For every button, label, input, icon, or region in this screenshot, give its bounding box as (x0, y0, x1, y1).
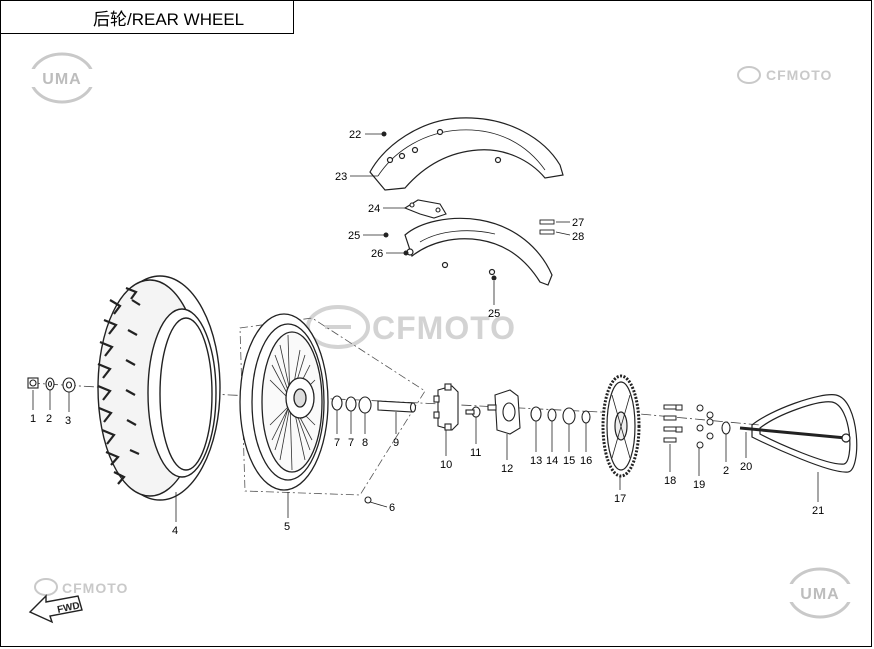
callout-7b: 7 (348, 437, 354, 449)
callout-3: 3 (65, 415, 71, 427)
valve-6 (364, 496, 372, 504)
sleeve-9 (377, 400, 417, 413)
callout-17: 17 (614, 493, 626, 505)
callout-26: 26 (371, 248, 383, 260)
callout-2: 2 (46, 413, 52, 425)
bolt-11 (465, 406, 481, 418)
page-title: 后轮/REAR WHEEL (0, 0, 294, 34)
spacer-16 (581, 410, 591, 424)
uma-logo-text: UMA (800, 586, 839, 603)
callout-15: 15 (563, 455, 575, 467)
callout-13: 13 (530, 455, 542, 467)
cfmoto-logo-top-right: CFMOTO (737, 66, 832, 84)
axle-head (841, 433, 851, 443)
callout-9: 9 (393, 437, 399, 449)
callout-28: 28 (572, 231, 584, 243)
callout-22: 22 (349, 129, 361, 141)
bearing-7a (331, 395, 343, 411)
fwd-label: FWD (56, 600, 81, 615)
callout-12: 12 (501, 463, 513, 475)
collar-8 (358, 396, 372, 414)
fwd-arrow-icon: FWD (28, 594, 83, 624)
cfmoto-logo-center: CFMOTO (306, 305, 516, 349)
axle-20 (739, 426, 847, 440)
rear-fender-lower (404, 217, 553, 286)
leader-lines (32, 133, 819, 522)
rear-tire (97, 275, 221, 501)
screw-25 (383, 232, 389, 238)
callout-2-right: 2 (723, 465, 729, 477)
cfmoto-logo-text: CFMOTO (62, 580, 128, 596)
callout-6: 6 (389, 502, 395, 514)
bearing-15 (562, 407, 576, 425)
cfmoto-logo-text: CFMOTO (766, 67, 832, 83)
callout-7a: 7 (334, 437, 340, 449)
sprocket-hub-12 (487, 389, 521, 435)
callout-16: 16 (580, 455, 592, 467)
callout-11: 11 (470, 447, 481, 459)
callout-23: 23 (335, 171, 347, 183)
callout-5: 5 (284, 521, 290, 533)
uma-logo-text: UMA (42, 71, 81, 88)
circlip-14 (547, 408, 557, 422)
callout-4: 4 (172, 525, 178, 537)
rear-rim (239, 313, 329, 491)
screw-22 (381, 131, 387, 137)
washer (45, 377, 55, 391)
callout-21: 21 (812, 505, 824, 517)
callout-18: 18 (664, 475, 676, 487)
rear-sprocket-17 (601, 374, 641, 478)
callout-19: 19 (693, 479, 705, 491)
callout-27: 27 (572, 217, 584, 229)
fender-bracket (403, 199, 447, 219)
uma-logo-top-left: UMA (26, 52, 98, 104)
callout-20: 20 (740, 461, 752, 473)
drive-belt-21 (751, 394, 858, 473)
washer-2-right (721, 421, 731, 435)
callout-24: 24 (368, 203, 380, 215)
callout-1: 1 (30, 413, 36, 425)
callout-labels: 1 2 3 4 5 6 7 7 8 9 10 11 12 13 14 15 16… (30, 129, 824, 537)
axle-nut (27, 377, 39, 389)
screw-25-lower (491, 275, 497, 281)
nut-26 (403, 250, 409, 256)
spacer (62, 377, 76, 393)
pin-28 (539, 229, 555, 235)
cfmoto-logo-text: CFMOTO (372, 310, 516, 346)
callout-25-lower: 25 (488, 308, 500, 320)
callout-14: 14 (546, 455, 558, 467)
sprocket-nuts-19 (696, 404, 714, 449)
callout-10: 10 (440, 459, 452, 471)
sprocket-bolts-18 (663, 404, 683, 443)
callout-8: 8 (362, 437, 368, 449)
seal-13 (530, 406, 542, 422)
callout-25: 25 (348, 230, 360, 242)
pin-27 (539, 219, 555, 225)
uma-logo-bottom-right: UMA (784, 567, 856, 619)
rear-fender-upper (369, 117, 564, 191)
bearing-7b (345, 396, 357, 412)
rubber-damper-10 (433, 383, 459, 431)
cfmoto-logo-bottom-left: CFMOTO (34, 578, 128, 596)
